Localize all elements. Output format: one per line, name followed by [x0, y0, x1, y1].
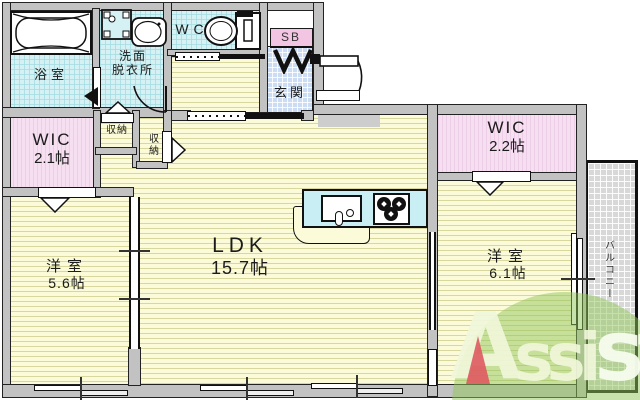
hall-sliding-door [187, 111, 246, 121]
faucet-icon [335, 211, 343, 226]
shoebox-cabinet [270, 28, 313, 48]
partition-tick [119, 298, 150, 300]
window-tick [80, 377, 82, 400]
window-tick [356, 375, 358, 398]
wall-segment [95, 147, 137, 155]
window-tick [561, 278, 595, 280]
bedroom1-size: 5.6帖 [48, 275, 86, 292]
sink-basin-icon [131, 17, 167, 47]
closet2-label: 収納 [146, 133, 158, 157]
bedroom1-name: 洋室 [45, 258, 88, 275]
bathtub-icon [10, 11, 92, 55]
washroom-label-line2: 脱衣所 [111, 62, 154, 77]
room-ldk-floor [96, 112, 429, 387]
hallway-floor [170, 56, 262, 114]
room-bedroom1-floor [8, 195, 131, 385]
washroom-label-line1: 洗面 [118, 49, 147, 63]
window-bedroom1 [34, 385, 82, 391]
wc-label: WC [175, 21, 209, 37]
wic1-label: WIC 2.1帖 [12, 130, 92, 167]
wall-segment [92, 8, 100, 109]
room-bedroom2-floor [437, 179, 577, 387]
wic1-size: 2.1帖 [34, 149, 70, 167]
closet1-door-arrow-icon [105, 101, 131, 114]
bedroom2-size: 6.1帖 [489, 265, 527, 282]
room-wic2-floor [437, 114, 577, 175]
refrigerator-space [318, 115, 380, 127]
bath-door-arrow-icon [84, 87, 98, 106]
closet1-door [101, 113, 134, 123]
washroom-label: 洗面 脱衣所 [101, 49, 165, 78]
bath-door [93, 67, 101, 108]
window-tick [246, 377, 248, 400]
ldk-size: 15.7帖 [210, 258, 270, 279]
wc-sliding-door [175, 52, 220, 61]
burner-icon [384, 207, 398, 221]
window-ldk [246, 390, 294, 396]
wic2-name: WIC [487, 118, 527, 137]
window-bedroom1 [80, 390, 128, 396]
balcony-label: バルコニー [602, 240, 614, 300]
hall-sliding-door-panel [246, 113, 304, 119]
window-ldk [200, 385, 248, 391]
faucet-knob-icon [346, 209, 354, 217]
wic1-door-arrow-icon [40, 197, 70, 213]
burner-icon [392, 197, 406, 211]
wc-sliding-door-panel [220, 54, 265, 59]
bedroom2-label: 洋室 6.1帖 [462, 248, 554, 281]
bath-label: 浴室 [33, 67, 68, 82]
shoebox-label: SB [280, 30, 301, 44]
bedroom2-name: 洋室 [486, 248, 529, 265]
window-bedroom2-bottom [356, 388, 403, 394]
wic2-label: WIC 2.2帖 [447, 118, 567, 155]
stove-icon [373, 193, 410, 225]
toilet-icon [204, 11, 261, 50]
genkan-label: 玄関 [273, 85, 306, 100]
sliding-door-ldk-bedroom2 [429, 232, 436, 330]
window-bedroom2-bottom [311, 383, 358, 389]
closet2-door-arrow-icon [171, 137, 187, 163]
washroom-door-arc [133, 85, 167, 113]
bedroom2-door-arrow-icon [476, 181, 504, 196]
wic1-name: WIC [32, 130, 72, 149]
wic2-size: 2.2帖 [489, 137, 525, 155]
sliding-partition-bedroom1 [129, 197, 140, 349]
wall-segment [2, 2, 11, 398]
balcony-window [577, 238, 583, 330]
wall-segment [128, 347, 141, 386]
sliding-door-ldk-bedroom2-lower [428, 349, 437, 386]
washing-machine-pan-icon [101, 9, 132, 40]
wall-segment [136, 161, 168, 169]
entrance-step-line [272, 46, 314, 74]
closet1-label: 収納 [106, 125, 128, 136]
bedroom1-label: 洋室 5.6帖 [14, 258, 120, 291]
partition-tick [119, 250, 150, 252]
ldk-name: LDK [212, 234, 268, 257]
entrance-porch-step [316, 90, 360, 101]
ldk-label: LDK 15.7帖 [170, 234, 310, 279]
